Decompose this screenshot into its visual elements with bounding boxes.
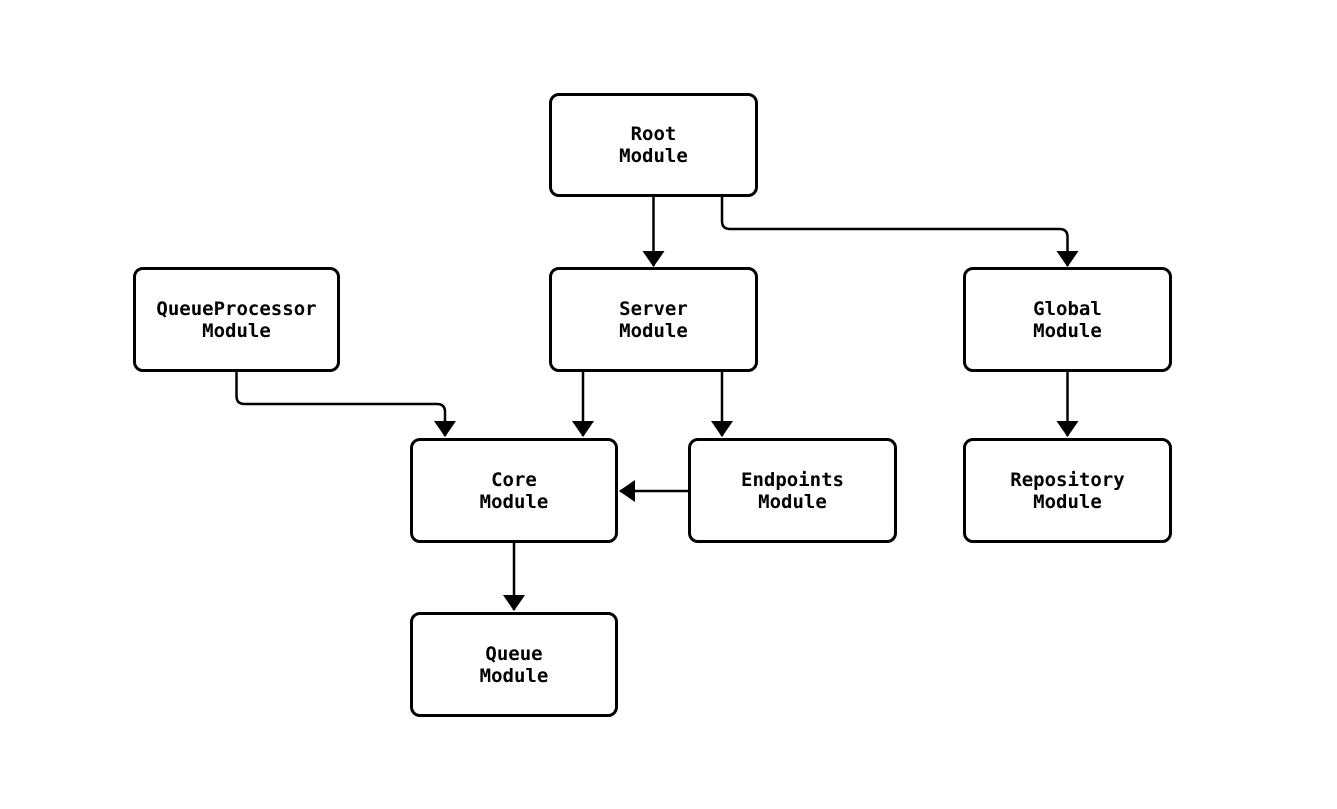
node-label-root: Root Module [619,123,688,167]
node-label-core: Core Module [479,468,549,513]
node-label-queue: Queue Module [479,642,549,687]
node-root: Root Module [549,93,758,197]
node-endpoints: Endpoints Module [688,438,897,543]
edge-root-to-global [720,197,1079,267]
node-core: Core Module [410,438,618,543]
node-queue: Queue Module [410,612,618,717]
node-label-endpoints: Endpoints Module [741,468,844,513]
node-label-server: Server Module [619,297,688,342]
node-queueprocessor: QueueProcessor Module [133,267,340,372]
node-label-repository: Repository Module [1010,468,1125,513]
edge-queueprocessor-to-core [235,372,456,437]
node-global: Global Module [963,267,1172,372]
node-label-global: Global Module [1033,297,1102,342]
edges-group [235,197,1079,611]
node-server: Server Module [549,267,758,372]
node-label-queueprocessor: QueueProcessor Module [156,297,317,342]
node-repository: Repository Module [963,438,1172,543]
